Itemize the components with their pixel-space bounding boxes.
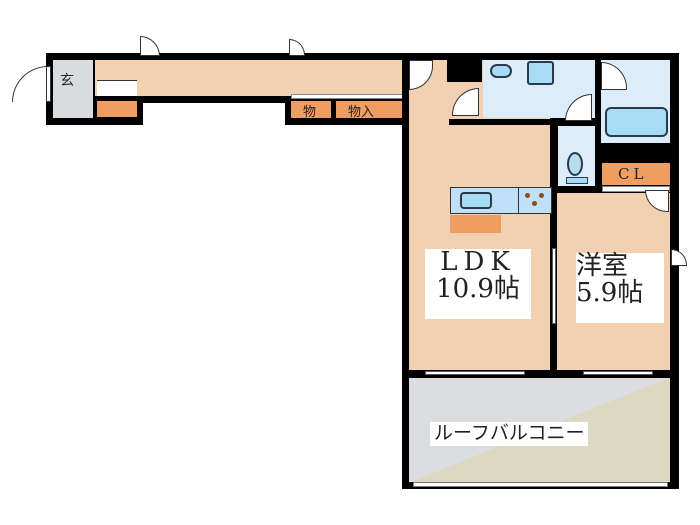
storage-2-label: 物入 bbox=[348, 105, 375, 120]
bathtub-icon bbox=[605, 107, 668, 137]
entrance-door-frame bbox=[46, 66, 51, 102]
storage-2 bbox=[336, 101, 403, 118]
shoe-storage bbox=[97, 101, 137, 117]
washing-machine-icon bbox=[527, 61, 554, 85]
corridor-door-1[interactable] bbox=[140, 36, 160, 56]
genkan-label: 玄 bbox=[60, 73, 74, 89]
western-balcony-window[interactable] bbox=[583, 371, 653, 375]
partition-sliding-door[interactable] bbox=[552, 248, 556, 324]
genkan bbox=[53, 60, 93, 118]
stove-icon bbox=[518, 187, 552, 214]
corridor-door-2[interactable] bbox=[289, 39, 305, 56]
ldk-name: LDK bbox=[440, 247, 516, 277]
storage-doors[interactable] bbox=[291, 94, 403, 99]
ldk-label: LDK 10.9帖 bbox=[425, 247, 531, 319]
kitchen-storage bbox=[450, 215, 501, 233]
corridor-floor bbox=[95, 60, 405, 96]
western-name: 洋室 bbox=[576, 251, 629, 281]
ldk-hall-wall bbox=[449, 119, 551, 125]
balcony-label: ルーフバルコニー bbox=[430, 422, 589, 446]
ldk-balcony-window[interactable] bbox=[425, 371, 525, 375]
entrance-door[interactable] bbox=[12, 66, 48, 102]
closet-label: CL bbox=[618, 165, 648, 183]
western-window[interactable] bbox=[671, 249, 687, 266]
shoe-storage-doors[interactable] bbox=[97, 80, 137, 96]
toilet-icon bbox=[567, 152, 583, 176]
balcony-rail bbox=[413, 482, 668, 487]
corridor-lower-gap bbox=[143, 103, 285, 127]
sink-icon bbox=[460, 192, 492, 209]
closet-doors[interactable] bbox=[602, 186, 670, 192]
western-area: 5.9帖 bbox=[576, 278, 644, 309]
closet bbox=[602, 163, 670, 185]
western-label: 洋室 5.9帖 bbox=[576, 251, 664, 323]
toilet-tank bbox=[566, 177, 588, 184]
ldk-upper-block bbox=[447, 60, 482, 82]
washbasin-icon bbox=[490, 64, 512, 78]
storage-1-label: 物 bbox=[303, 105, 317, 120]
storage-1 bbox=[291, 101, 331, 118]
ldk-area: 10.9帖 bbox=[436, 274, 520, 305]
